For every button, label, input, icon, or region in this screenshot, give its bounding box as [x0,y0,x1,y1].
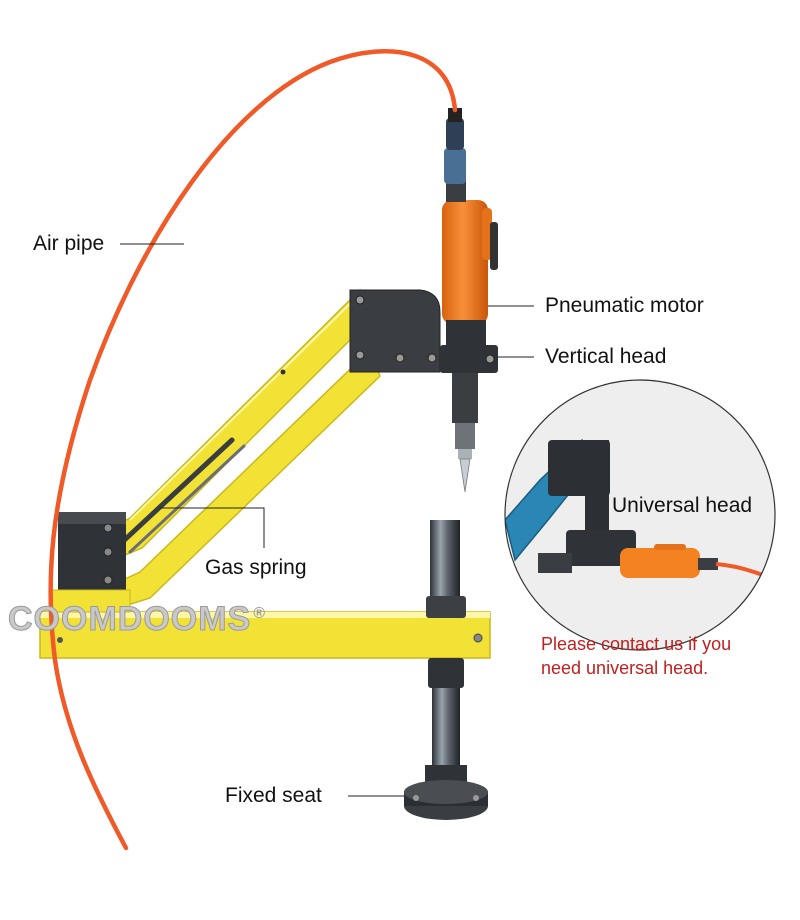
upper-arm [97,288,381,609]
brand-name: COOMDOOMS [7,600,252,639]
label-fixed-seat: Fixed seat [225,784,322,807]
label-air-pipe: Air pipe [33,232,105,255]
column [426,520,466,768]
lower-arm [39,611,491,659]
head-block [349,289,441,373]
label-pneumatic-motor: Pneumatic motor [545,294,704,317]
label-gas-spring: Gas spring [205,556,307,579]
pneumatic-motor [442,108,498,346]
contact-note-line2: need universal head. [541,658,709,678]
leader-lines [120,243,534,797]
gas-spring [115,437,246,554]
label-vertical-head: Vertical head [545,345,667,368]
universal-head-inset [504,379,776,651]
registered-mark: ® [253,604,267,622]
label-universal-head: Universal head [612,494,753,517]
contact-note: Please contact us if you need universal … [541,632,731,680]
brand-watermark: COOMDOOMS® [7,600,267,639]
air-pipe-hose [48,49,458,851]
fixed-seat [404,765,488,820]
contact-note-line1: Please contact us if you [541,634,732,654]
elbow-block [49,512,131,613]
vertical-head [440,345,498,493]
